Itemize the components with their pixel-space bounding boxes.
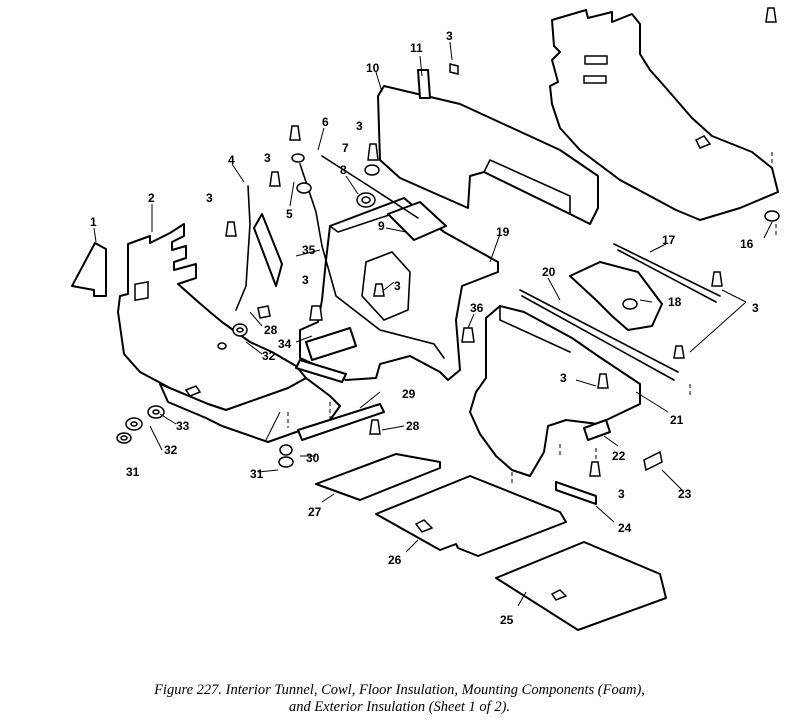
figure-caption-line-1: Figure 227. Interior Tunnel, Cowl, Floor… <box>154 682 645 698</box>
callout-22: 22 <box>612 449 626 463</box>
part-35-bracket <box>253 213 283 287</box>
part-1-small-panel <box>71 242 107 297</box>
callout-19: 19 <box>496 225 510 239</box>
callout-25: 25 <box>500 613 514 627</box>
callout-27: 27 <box>308 505 322 519</box>
part-26-floor-insulation <box>375 475 567 557</box>
callout-3-b: 3 <box>356 119 363 133</box>
callout-3-c: 3 <box>264 151 271 165</box>
callout-3-h: 3 <box>752 301 759 315</box>
callout-2: 2 <box>148 191 155 205</box>
part-27-cutout <box>184 385 202 397</box>
part-4-rod <box>235 185 251 311</box>
callout-28-b: 28 <box>406 419 420 433</box>
part-34-bracket <box>305 327 357 361</box>
callout-4: 4 <box>228 153 235 167</box>
callout-21: 21 <box>670 413 684 427</box>
callout-31-a: 31 <box>126 465 140 479</box>
callout-3-a: 3 <box>446 29 453 43</box>
part-24-bracket <box>555 481 597 505</box>
callout-35: 35 <box>302 243 316 257</box>
exploded-parts-diagram: 1 2 3 3 3 3 3 3 3 3 3 4 5 6 7 8 9 10 11 … <box>71 7 780 631</box>
part-panel-cutout <box>694 135 712 149</box>
callout-7: 7 <box>342 141 349 155</box>
callout-numbers: 1 2 3 3 3 3 3 3 3 3 3 4 5 6 7 8 9 10 11 … <box>90 29 759 627</box>
callout-18: 18 <box>668 295 682 309</box>
callout-11: 11 <box>410 41 423 55</box>
part-29-strip <box>297 403 385 441</box>
screw-group <box>225 7 777 477</box>
callout-3-d: 3 <box>206 191 213 205</box>
part-panel-slot-a <box>584 55 608 65</box>
callout-32-a: 32 <box>262 349 276 363</box>
callout-20: 20 <box>542 265 556 279</box>
callout-3-e: 3 <box>302 273 309 287</box>
part-27-floor-insulation-left <box>159 377 341 443</box>
part-8-grommet-inner <box>361 196 371 204</box>
callout-3-f: 3 <box>394 279 401 293</box>
part-10-fold <box>483 158 571 215</box>
callout-34: 34 <box>278 337 292 351</box>
callout-9: 9 <box>378 219 385 233</box>
part-27-floor-insulation <box>315 453 441 501</box>
callout-32-b: 32 <box>164 443 178 457</box>
callout-1: 1 <box>90 215 97 229</box>
callout-16: 16 <box>740 237 754 251</box>
callout-8: 8 <box>340 163 347 177</box>
leader-lines <box>93 41 773 607</box>
part-20-strap <box>519 289 679 381</box>
part-2-side-panel <box>117 223 307 411</box>
part-26-cutout <box>414 519 434 533</box>
callout-3-g: 3 <box>560 371 567 385</box>
part-18-hole <box>622 298 638 310</box>
callout-29: 29 <box>402 387 416 401</box>
part-17-strap <box>613 243 721 303</box>
callout-33: 33 <box>176 419 190 433</box>
part-21-tunnel-section <box>469 305 641 477</box>
callout-17: 17 <box>662 233 676 247</box>
part-22-bracket <box>583 419 611 441</box>
callout-30: 30 <box>306 451 320 465</box>
figure-caption: Figure 227. Interior Tunnel, Cowl, Floor… <box>0 682 799 716</box>
callout-23: 23 <box>678 487 692 501</box>
part-2-slot <box>134 281 149 302</box>
callout-26: 26 <box>388 553 402 567</box>
part-25-exterior-insulation <box>495 541 667 631</box>
callout-31-b: 31 <box>250 467 264 481</box>
callout-6: 6 <box>322 115 329 129</box>
figure-caption-line-2: and Exterior Insulation (Sheet 1 of 2). <box>288 699 511 715</box>
callout-3-i: 3 <box>618 487 625 501</box>
part-2-hole <box>217 342 227 350</box>
part-10-cowl-panel <box>377 85 599 225</box>
assembly-lines <box>287 152 777 484</box>
callout-36: 36 <box>470 301 484 315</box>
part-rod-centre <box>321 155 419 219</box>
part-6-rod <box>299 163 445 359</box>
part-11-bracket <box>417 69 431 99</box>
part-34-bracket-lower <box>295 359 347 383</box>
part-21-flange <box>499 305 571 353</box>
callout-24: 24 <box>618 521 632 535</box>
part-panel-slot-b <box>583 75 607 84</box>
part-25-cutout <box>550 589 568 601</box>
callout-10: 10 <box>366 61 380 75</box>
part-19-opening <box>361 251 411 321</box>
callout-28-a: 28 <box>264 323 278 337</box>
washer-group <box>116 153 780 468</box>
part-18-mounting-plate <box>569 261 663 331</box>
callout-5: 5 <box>286 207 293 221</box>
part-9-pad <box>387 201 447 241</box>
